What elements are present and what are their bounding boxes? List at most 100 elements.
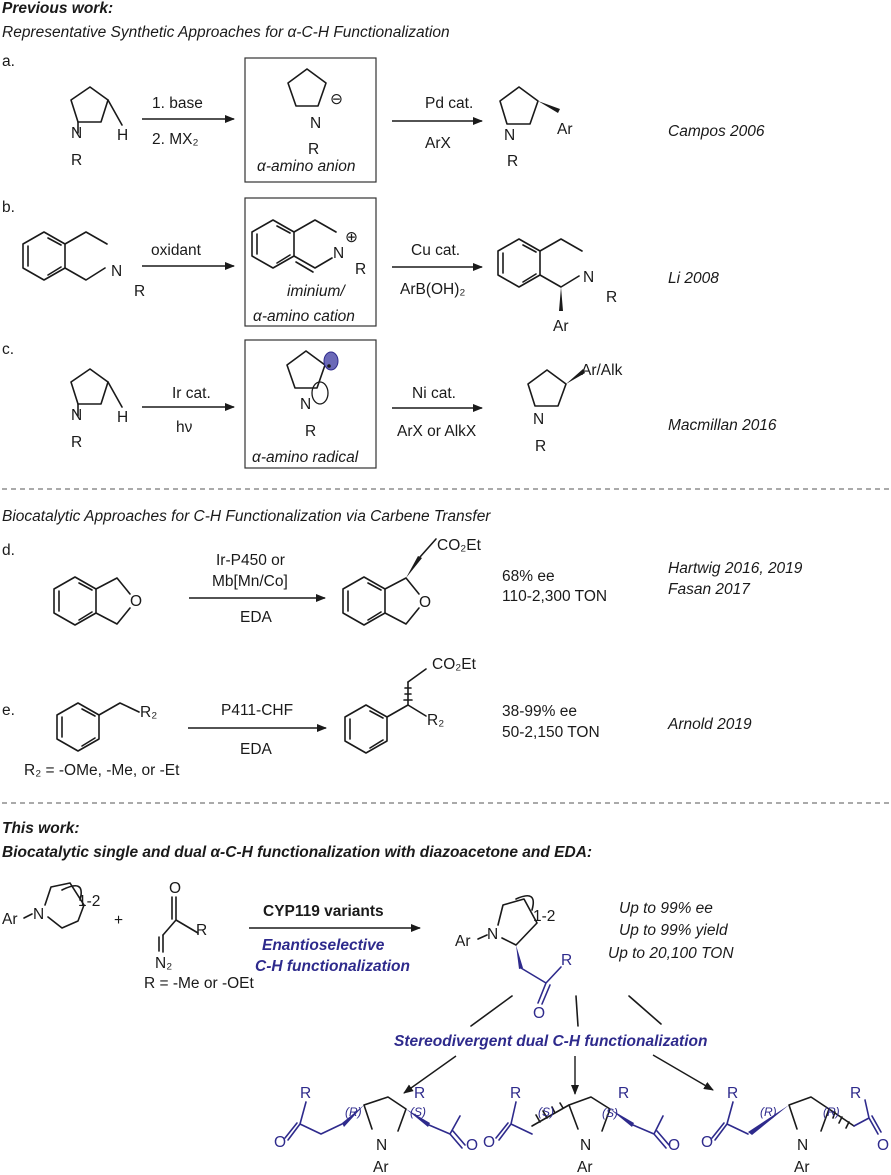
svg-text:O: O [130, 593, 142, 610]
row-a-anion: N R ⊖ [287, 68, 343, 158]
row-e-ton: 50-2,150 TON [502, 724, 600, 741]
svg-text:O: O [877, 1137, 889, 1154]
svg-text:(S): (S) [538, 1105, 554, 1119]
svg-text:O: O [274, 1134, 286, 1151]
svg-text:R₂: R₂ [427, 712, 444, 729]
svg-text:CO₂Et: CO₂Et [432, 656, 477, 673]
row-c-intermediate-label: α-amino radical [252, 449, 359, 466]
svg-text:R: R [134, 283, 145, 300]
svg-text:(S): (S) [410, 1105, 426, 1119]
row-e-r-note: R₂ = -OMe, -Me, or -Et [24, 762, 180, 779]
svg-text:N: N [71, 125, 82, 142]
svg-text:(R): (R) [760, 1105, 777, 1119]
row-e-condition-2: EDA [240, 741, 273, 758]
svg-text:CO₂Et: CO₂Et [437, 537, 482, 554]
this-work-product: Ar N 1-2 R O [455, 895, 572, 1022]
stereodivergent-label: Stereodivergent dual C-H functionalizati… [394, 1033, 707, 1050]
svg-text:R: R [196, 922, 207, 939]
svg-text:N: N [580, 1137, 591, 1154]
svg-text:N: N [583, 269, 594, 286]
svg-text:1-2: 1-2 [78, 893, 100, 910]
row-c-product: N R Ar/Alk [527, 362, 623, 455]
ch-functionalization-label: C-H functionalization [255, 958, 410, 975]
row-b-catalyst: Cu cat. [411, 242, 460, 259]
svg-text:O: O [419, 594, 431, 611]
row-b-intermediate-box [244, 197, 377, 327]
row-a-start-pyrrolidine: N H R [70, 86, 128, 169]
row-c-reagent-1: Ir cat. [172, 385, 211, 402]
row-e-ee: 38-99% ee [502, 703, 577, 720]
row-d-ton: 110-2,300 TON [502, 588, 607, 605]
row-d-product: O CO₂Et [342, 537, 482, 626]
row-c-reference: Macmillan 2016 [668, 417, 777, 434]
svg-text:Ar: Ar [557, 121, 573, 138]
row-e-product: R₂ CO₂Et [344, 656, 477, 754]
svg-text:N: N [487, 926, 498, 943]
svg-text:H: H [117, 409, 128, 426]
row-b-start-thiq: N R [22, 231, 145, 300]
svg-text:R: R [850, 1085, 861, 1102]
enantioselective-label: Enantioselective [262, 937, 385, 954]
row-d-reference-1: Hartwig 2016, 2019 [668, 560, 803, 577]
svg-text:N: N [300, 396, 311, 413]
row-b-intermediate-label-1: iminium/ [287, 283, 346, 300]
row-d-start-phthalan: O [53, 576, 142, 626]
svg-text:Ar: Ar [794, 1159, 810, 1175]
divergent-line-right [628, 995, 662, 1025]
svg-text:R: R [71, 152, 82, 169]
row-a-product: N R Ar [499, 86, 573, 170]
svg-text:N: N [376, 1137, 387, 1154]
dual-product-rs: R O N Ar R O (R) (S) [274, 1085, 478, 1175]
svg-text:⊖: ⊖ [330, 91, 343, 108]
row-c-label: c. [2, 341, 14, 358]
svg-text:Ar: Ar [553, 318, 569, 335]
svg-text:N: N [504, 127, 515, 144]
svg-text:R: R [606, 289, 617, 306]
row-d-label: d. [2, 542, 15, 559]
svg-text:O: O [701, 1134, 713, 1151]
row-c-reagent-halide: ArX or AlkX [397, 423, 477, 440]
enzyme-label: CYP119 variants [263, 903, 384, 920]
svg-text:N₂: N₂ [155, 955, 172, 972]
row-a-catalyst: Pd cat. [425, 95, 473, 112]
svg-text:Ar: Ar [373, 1159, 389, 1175]
result-ee: Up to 99% ee [619, 900, 713, 917]
row-b-intermediate-label-2: α-amino cation [253, 308, 355, 325]
row-e-reference: Arnold 2019 [667, 716, 752, 733]
svg-text:R: R [561, 952, 572, 969]
svg-text:N: N [533, 411, 544, 428]
row-a-intermediate-label: α-amino anion [257, 158, 355, 175]
svg-text:N: N [71, 407, 82, 424]
row-c-catalyst: Ni cat. [412, 385, 456, 402]
svg-text:R: R [305, 423, 316, 440]
row-c-reagent-2: hν [176, 419, 193, 436]
this-work-subtitle: Biocatalytic single and dual α-C-H funct… [2, 844, 592, 861]
row-e-condition-1: P411-CHF [221, 702, 293, 719]
svg-text:R: R [727, 1085, 738, 1102]
svg-text:R: R [300, 1085, 311, 1102]
row-d-condition-1: Ir-P450 or [216, 552, 285, 569]
svg-text:O: O [533, 1005, 545, 1022]
svg-text:R: R [507, 153, 518, 170]
divergent-arrow-left [403, 1055, 457, 1094]
svg-text:Ar: Ar [455, 933, 471, 950]
svg-text:N: N [333, 245, 344, 262]
svg-text:R: R [308, 141, 319, 158]
row-b-label: b. [2, 199, 15, 216]
this-work-start-amine: Ar N 1-2 [2, 882, 100, 929]
plus-sign: + [114, 912, 123, 929]
svg-text:Ar/Alk: Ar/Alk [581, 362, 623, 379]
row-a-reagent-2: 2. MX₂ [152, 131, 199, 148]
previous-work-subtitle: Representative Synthetic Approaches for … [2, 24, 450, 41]
row-a-reagent-arx: ArX [425, 135, 452, 152]
svg-text:O: O [466, 1137, 478, 1154]
svg-text:O: O [169, 880, 181, 897]
svg-text:N: N [33, 906, 44, 923]
row-b-iminium: N R ⊕ [251, 219, 366, 278]
svg-text:1-2: 1-2 [533, 908, 555, 925]
row-c-radical: N R [286, 350, 339, 440]
svg-text:R: R [510, 1085, 521, 1102]
row-c-start-pyrrolidine: N H R [70, 368, 128, 451]
svg-text:R: R [355, 261, 366, 278]
dual-product-rr: R O N Ar R O (R) (R) [701, 1085, 889, 1175]
